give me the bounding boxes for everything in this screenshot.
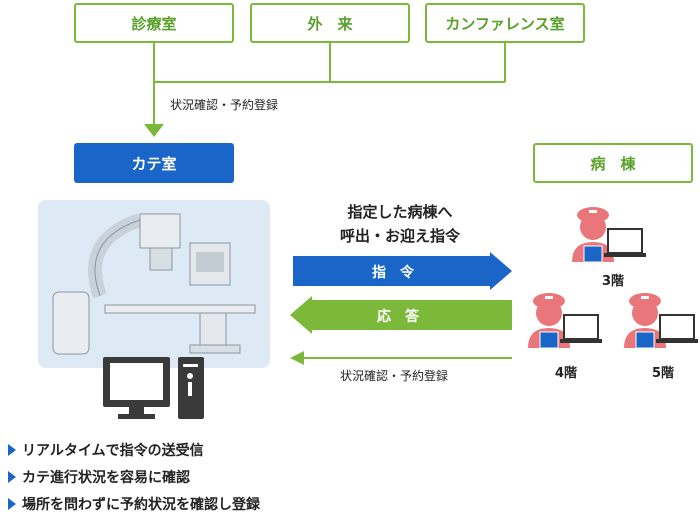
top-status-label: 状況確認・予約登録 [170,98,279,112]
outpatient-box: 外 来 [250,3,410,43]
bottom-status-label: 状況確認・予約登録 [340,369,449,383]
cath-room-box: カテ室 [74,143,234,183]
ward-box: 病 棟 [533,143,693,183]
conference-room-box: カンファレンス室 [425,3,585,43]
command-arrow-label: 指令 [372,265,428,281]
command-arrow-shape [293,252,512,290]
nurse-laptop-3f-icon [572,207,646,263]
feature-text: カテ進行状況を容易に確認 [22,470,190,486]
consultation-room-box: 診療室 [74,3,234,43]
nurse-laptop-5f-icon [624,293,698,349]
floor-4-label: 4階 [555,366,578,381]
instruction-title-line1: 指定した病棟へ [347,203,453,221]
instruction-title-line2: 呼出・お迎え指令 [339,227,460,245]
bullet-triangle-icon [8,471,16,483]
bullet-triangle-icon [8,444,16,456]
feature-item-2: カテ進行状況を容易に確認 [8,467,190,487]
feature-item-1: リアルタイムで指令の送受信 [8,440,204,460]
feature-item-3: 場所を問わずに予約状況を確認し登録 [8,494,260,514]
floor-5-label: 5階 [652,366,675,381]
floor-3-label: 3階 [602,274,625,289]
feature-text: 場所を問わずに予約状況を確認し登録 [22,497,260,513]
instruction-title: 指定した病棟へ 呼出・お迎え指令 [300,200,500,248]
feature-text: リアルタイムで指令の送受信 [22,443,204,459]
response-arrow-shape [290,296,512,334]
c-arm-machine [52,213,256,355]
bullet-triangle-icon [8,498,16,510]
response-arrow-label: 応答 [377,309,433,325]
desktop-computer-icon [103,357,204,419]
nurse-laptop-4f-icon [528,293,602,349]
